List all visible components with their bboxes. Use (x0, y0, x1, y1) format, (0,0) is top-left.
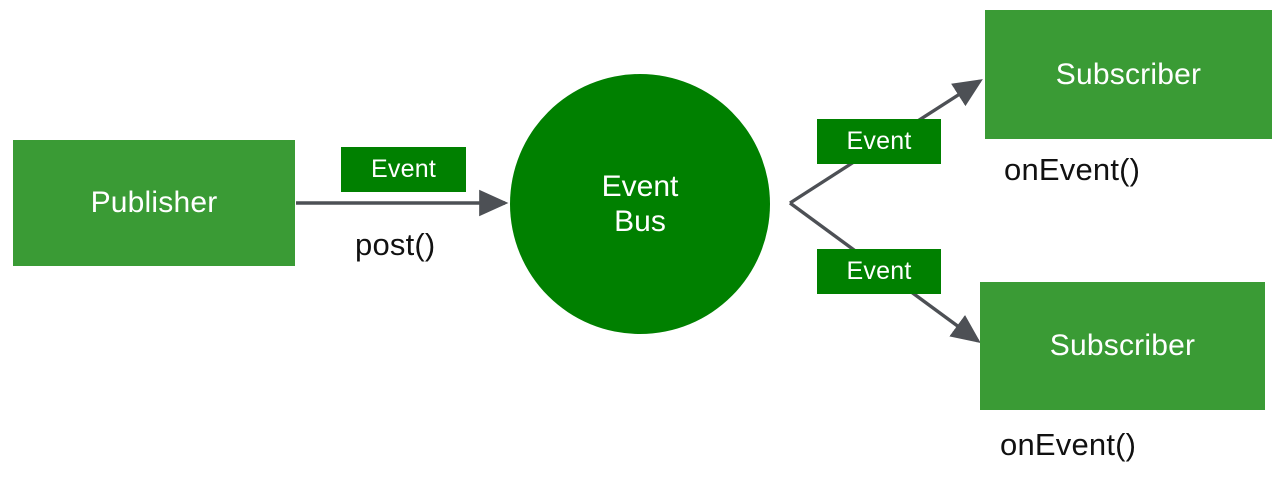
node-event-bus[interactable]: Event Bus (510, 74, 770, 334)
method-label-post-text: post() (355, 227, 436, 262)
node-subscriber-top[interactable]: Subscriber (985, 10, 1272, 139)
method-label-on-event-bottom-text: onEvent() (1000, 427, 1137, 462)
node-subscriber-top-label: Subscriber (1055, 57, 1202, 91)
edge-label-deliver-event-bottom: Event (817, 249, 941, 294)
node-event-bus-line1: Event (601, 169, 679, 203)
node-event-bus-line2: Bus (614, 205, 666, 238)
edge-label-deliver-event-top-text: Event (846, 127, 912, 155)
edge-label-deliver-event-bottom-text: Event (846, 257, 912, 285)
node-publisher-label: Publisher (90, 186, 218, 220)
node-subscriber-bottom-label: Subscriber (1049, 329, 1196, 363)
edge-label-post-event: Event (341, 147, 466, 192)
method-label-on-event-top-text: onEvent() (1004, 152, 1141, 187)
method-label-on-event-top: onEvent() (1004, 152, 1140, 188)
node-publisher[interactable]: Publisher (13, 140, 295, 266)
method-label-on-event-bottom: onEvent() (1000, 427, 1136, 463)
node-subscriber-bottom[interactable]: Subscriber (980, 282, 1265, 410)
method-label-post: post() (355, 227, 435, 263)
edge-label-deliver-event-top: Event (817, 119, 941, 164)
edge-label-post-event-text: Event (371, 155, 436, 183)
